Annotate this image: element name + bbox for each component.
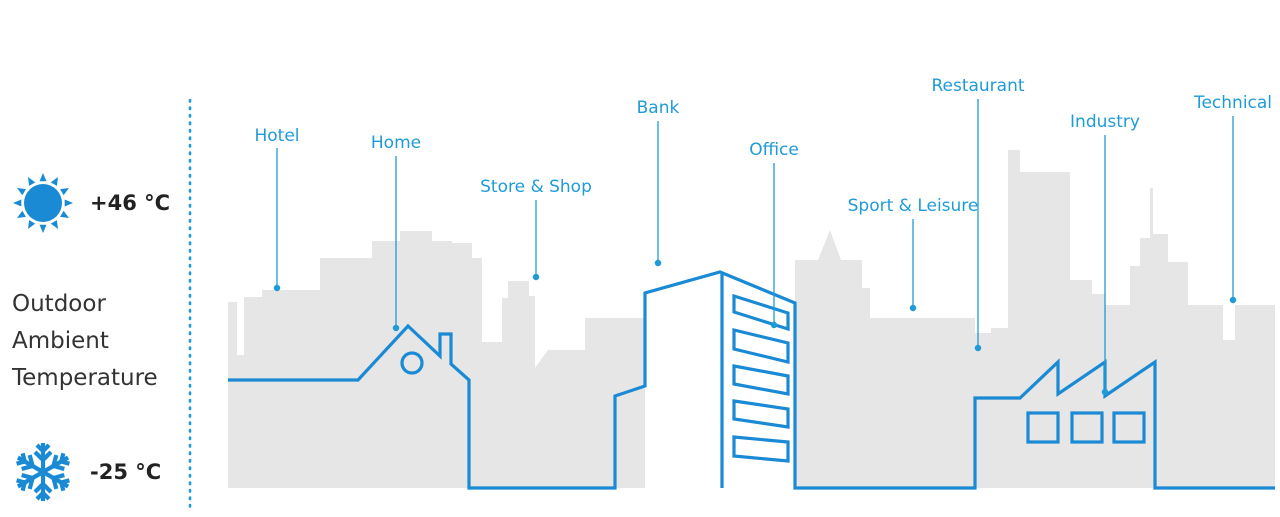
label-industry: Industry [1070,112,1140,132]
pointer-dot [1229,296,1237,304]
snowflake-arm [16,470,45,492]
pointer-dot [273,284,281,292]
caption-line: Temperature [12,365,158,391]
label-home: Home [370,133,422,153]
min-temperature: -25 °C [90,460,162,484]
sun-ray [60,210,69,218]
label-store: Store & Shop [480,177,592,197]
office-windows [732,293,790,463]
sun-ray [17,188,26,196]
label-pointers [273,99,1237,396]
pointer-dot [974,344,982,352]
sun-ray [60,188,69,196]
label-bank: Bank [636,98,680,118]
sun-ray [17,210,26,218]
sun-ray [50,220,58,229]
max-temperature: +46 °C [90,191,171,215]
snowflake-arm [16,452,45,474]
snowflake-arm [33,443,53,472]
pointer-dot [770,321,778,329]
label-hotel: Hotel [254,126,300,146]
pointer-dot [909,304,917,312]
snowflake-arm [41,452,70,474]
pointer-dot [1101,388,1109,396]
pointer-dot [392,324,400,332]
background-skyline [228,150,1275,488]
label-office: Office [749,140,799,160]
industry-windows [1026,411,1146,444]
home-window [400,351,424,375]
snowflake-icon [16,443,70,501]
temperature-caption: Outdoor Ambient Temperature [12,286,158,397]
label-sport: Sport & Leisure [847,196,979,216]
snowflake-arm [33,472,53,501]
home-outline [228,270,1275,490]
pointer-dot [532,273,540,281]
sun-ray [39,173,47,182]
label-restaurant: Restaurant [931,76,1025,96]
sun-ray [50,177,58,186]
caption-line: Ambient [12,328,109,354]
sun-ray [28,220,36,229]
sun-ray [28,177,36,186]
label-technical: Technical [1193,93,1273,113]
sun-icon [13,173,73,233]
sun-ray [13,199,22,207]
sun-ray [64,199,73,207]
snowflake-arm [41,470,70,492]
sun-ray [39,224,47,233]
caption-line: Outdoor [12,291,106,317]
pointer-dot [654,259,662,267]
